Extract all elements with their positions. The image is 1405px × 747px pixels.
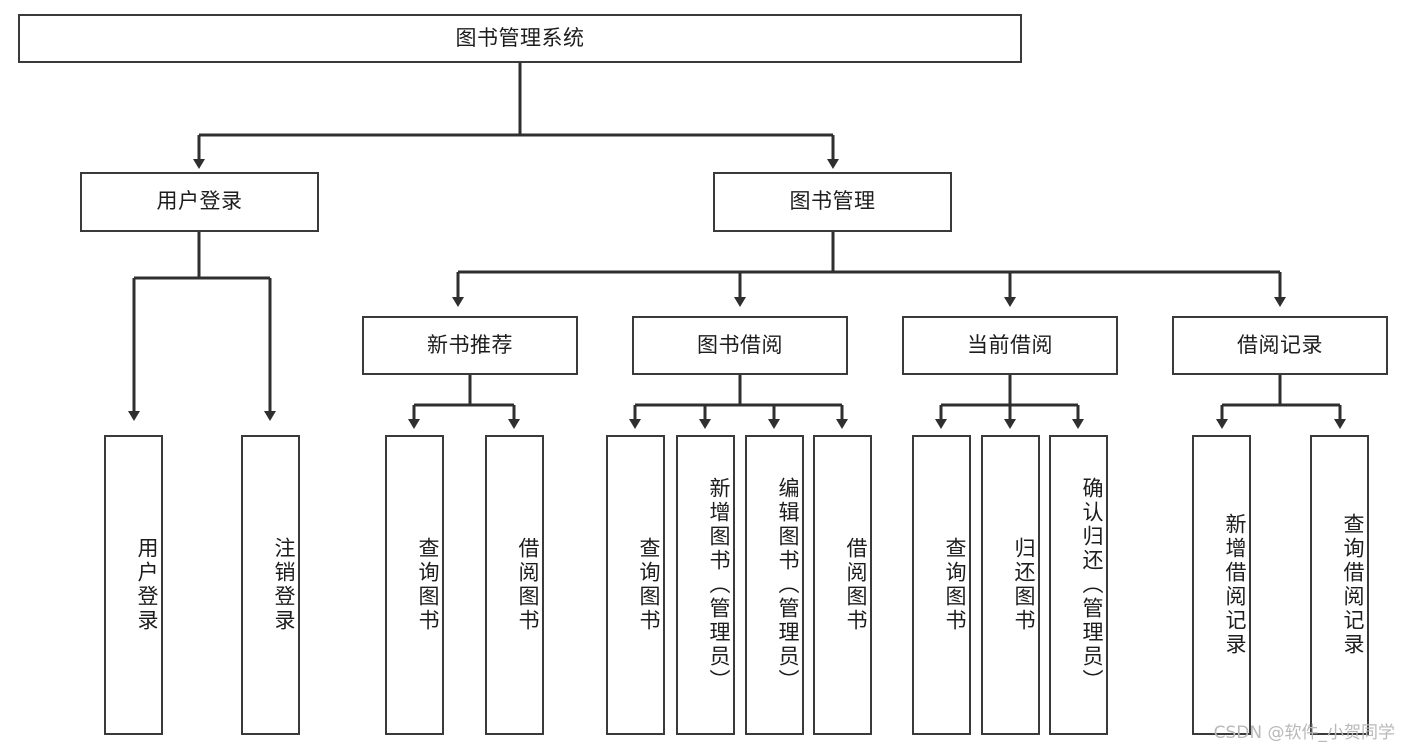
node-label: 借阅图书 — [844, 537, 868, 633]
node-label: 确认归还（管理员） — [1080, 477, 1104, 693]
node-label: 编辑图书（管理员） — [776, 477, 800, 693]
leaf-new-book-borrow-book[interactable]: 借阅图书 — [485, 435, 544, 735]
node-root-book-management-system[interactable]: 图书管理系统 — [18, 14, 1022, 63]
node-user-login[interactable]: 用户登录 — [80, 172, 319, 232]
leaf-book-borrow-add-book-admin[interactable]: 新增图书（管理员） — [676, 435, 735, 735]
node-label: 用户登录 — [156, 189, 243, 214]
node-label: 图书管理系统 — [455, 25, 585, 50]
node-label: 注销登录 — [272, 537, 296, 633]
node-label: 借阅图书 — [516, 537, 540, 633]
node-book-borrow[interactable]: 图书借阅 — [632, 316, 848, 375]
leaf-user-login-logout[interactable]: 注销登录 — [241, 435, 300, 735]
node-label: 图书借阅 — [697, 332, 783, 357]
node-label: 新增借阅记录 — [1223, 513, 1247, 657]
leaf-book-borrow-edit-book-admin[interactable]: 编辑图书（管理员） — [745, 435, 804, 735]
node-borrow-record[interactable]: 借阅记录 — [1172, 316, 1388, 375]
leaf-borrow-record-query-record[interactable]: 查询借阅记录 — [1310, 435, 1369, 735]
leaf-current-borrow-return-book[interactable]: 归还图书 — [981, 435, 1040, 735]
leaf-new-book-query-book[interactable]: 查询图书 — [385, 435, 444, 735]
node-label: 查询借阅记录 — [1341, 513, 1365, 657]
node-label: 归还图书 — [1012, 537, 1036, 633]
leaf-user-login-login[interactable]: 用户登录 — [104, 435, 163, 735]
node-label: 查询图书 — [637, 537, 661, 633]
leaf-borrow-record-add-record[interactable]: 新增借阅记录 — [1192, 435, 1251, 735]
node-label: 查询图书 — [943, 537, 967, 633]
node-label: 借阅记录 — [1237, 332, 1323, 357]
node-book-management[interactable]: 图书管理 — [713, 172, 952, 232]
node-current-borrow[interactable]: 当前借阅 — [902, 316, 1118, 375]
node-label: 当前借阅 — [967, 332, 1053, 357]
node-label: 图书管理 — [789, 189, 876, 214]
csdn-watermark: CSDN @软件_小贺同学 — [1213, 723, 1395, 743]
node-label: 查询图书 — [416, 537, 440, 633]
node-new-book-recommend[interactable]: 新书推荐 — [362, 316, 578, 375]
leaf-book-borrow-query-book[interactable]: 查询图书 — [606, 435, 665, 735]
node-label: 新增图书（管理员） — [707, 477, 731, 693]
leaf-current-borrow-confirm-return-admin[interactable]: 确认归还（管理员） — [1049, 435, 1108, 735]
leaf-current-borrow-query-book[interactable]: 查询图书 — [912, 435, 971, 735]
node-label: 用户登录 — [135, 537, 159, 633]
leaf-book-borrow-borrow-book[interactable]: 借阅图书 — [813, 435, 872, 735]
node-label: 新书推荐 — [427, 332, 513, 357]
